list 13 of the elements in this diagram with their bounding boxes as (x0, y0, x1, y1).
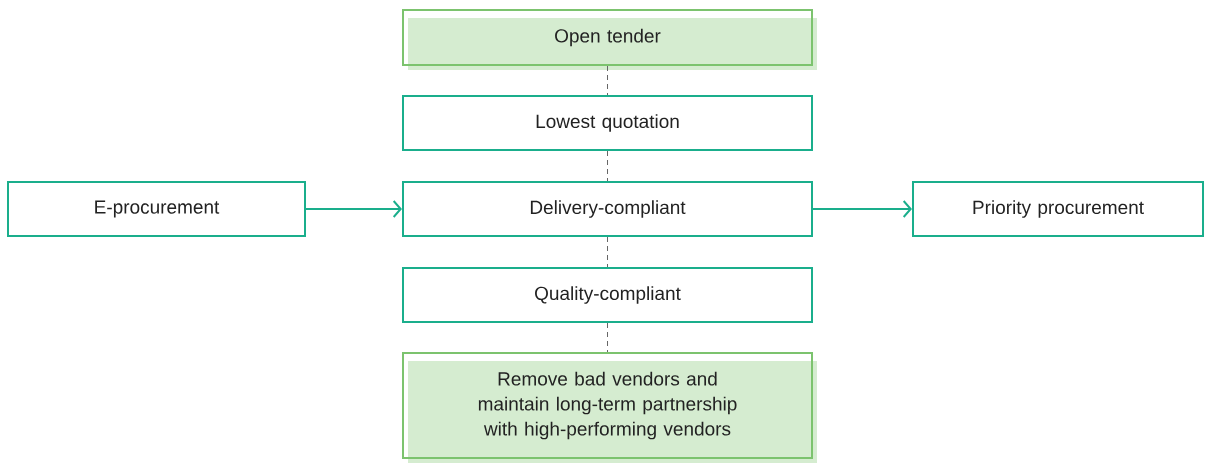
arrow (812, 200, 912, 218)
process-box: E-procurement (7, 181, 306, 237)
highlighted-box: Open tender (402, 9, 817, 70)
process-box: Priority procurement (912, 181, 1204, 237)
connector-line (607, 150, 608, 182)
highlighted-box: Remove bad vendors and maintain long-term partnership with high-performing vendors (402, 352, 817, 463)
process-box: Lowest quotation (402, 95, 813, 151)
arrow (305, 200, 402, 218)
process-box: Delivery-compliant (402, 181, 813, 237)
connector-line (607, 322, 608, 353)
process-box: Quality-compliant (402, 267, 813, 323)
connector-line (607, 65, 608, 96)
connector-line (607, 236, 608, 268)
